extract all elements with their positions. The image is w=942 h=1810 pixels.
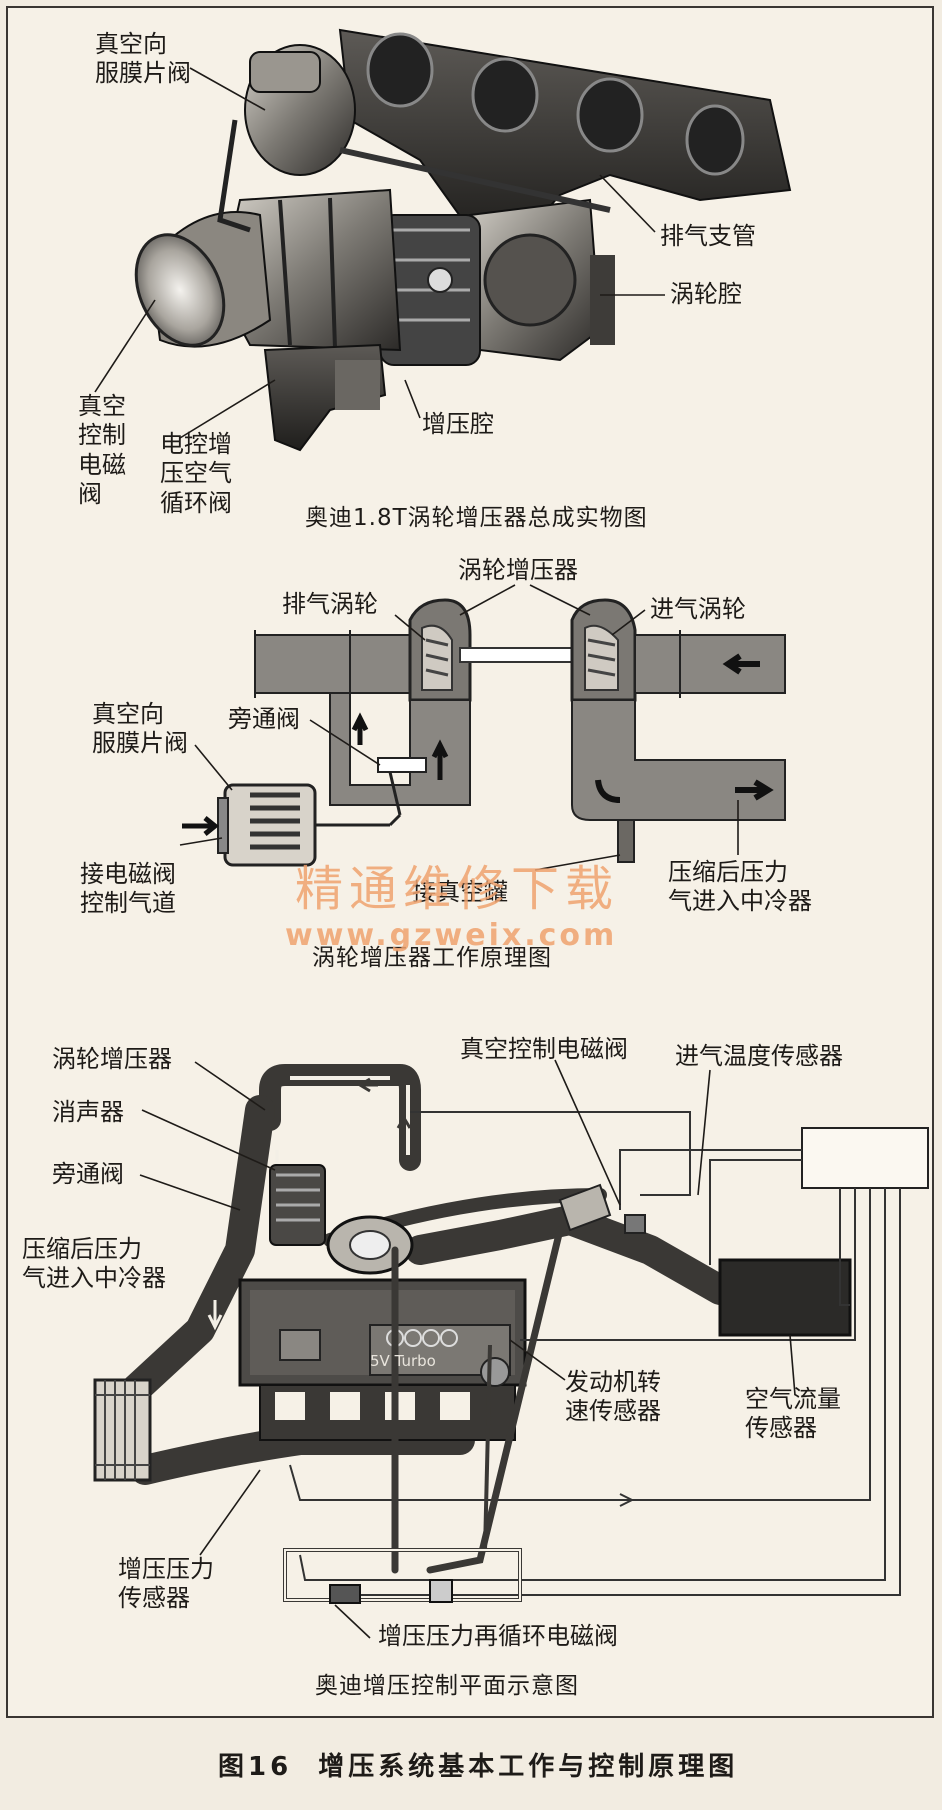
- label-engine-speed-sensor: 发动机转 速传感器: [565, 1368, 661, 1426]
- control-leaders: [139, 1059, 796, 1639]
- label-electronic-recirc-valve: 电控增 压空气 循环阀: [160, 430, 232, 517]
- watermark-text: 精通维修下载: [295, 861, 620, 917]
- principle-leaders: [179, 584, 739, 871]
- label-compressed-to-intercooler-control: 压缩后压力 气进入中冷器: [22, 1235, 166, 1293]
- label-compressed-to-intercooler-principle: 压缩后压力 气进入中冷器: [668, 858, 812, 916]
- label-vacuum-diaphragm-valve-principle: 真空向 服膜片阀: [92, 700, 188, 758]
- recirc-check-valve: [429, 1579, 453, 1603]
- turbo-shaft: [459, 647, 583, 663]
- vacuum-tank-port: [617, 819, 635, 863]
- label-exhaust-manifold: 排气支管: [660, 222, 756, 250]
- ecu-box: [801, 1127, 929, 1189]
- diaphragm-actuator: [182, 783, 402, 867]
- label-boost-pressure-sensor: 增压压力 传感器: [118, 1555, 214, 1613]
- caption-photo: 奥迪1.8T涡轮增压器总成实物图: [305, 505, 648, 531]
- exhaust-manifold-shape: [338, 28, 792, 242]
- diaphragm-actuator-shape: [217, 44, 611, 233]
- label-bypass-valve-principle: 旁通阀: [228, 705, 300, 733]
- label-vacuum-solenoid: 真空 控制 电磁 阀: [78, 392, 126, 508]
- intake-pipe: [634, 634, 786, 694]
- recirc-solenoid-block: [329, 1584, 361, 1604]
- watermark-url: www.gzweix.com: [285, 918, 618, 953]
- exhaust-downpipe: [329, 692, 471, 806]
- control-wiring: [289, 1111, 901, 1596]
- label-to-vacuum-tank: 接真空罐: [412, 878, 508, 906]
- control-schematic: [93, 1064, 929, 1604]
- upper-loop-hose: [259, 1064, 421, 1171]
- caption-principle: 涡轮增压器工作原理图: [312, 945, 552, 971]
- label-solenoid-air-passage: 接电磁阀 控制气道: [80, 860, 176, 918]
- recirc-valve-shape: [263, 343, 387, 452]
- label-turbocharger-principle: 涡轮增压器: [458, 556, 578, 584]
- label-muffler: 消声器: [52, 1098, 124, 1126]
- intercooler-outlet-hose: [130, 1425, 475, 1485]
- label-exhaust-turbine: 排气涡轮: [282, 590, 378, 618]
- label-compressor-housing: 增压腔: [422, 410, 494, 438]
- label-intake-turbine: 进气涡轮: [650, 595, 746, 623]
- vacuum-lines: [391, 1226, 564, 1574]
- principle-diagram: [182, 598, 786, 867]
- label-vacuum-diaphragm-valve-photo: 真空向 服膜片阀: [95, 30, 191, 88]
- air-flow-sensor-box: [718, 1258, 852, 1337]
- turbine-housing-shape: [458, 198, 615, 362]
- label-intake-temp-sensor: 进气温度传感器: [675, 1042, 843, 1070]
- caption-control: 奥迪增压控制平面示意图: [315, 1673, 579, 1699]
- label-bypass-valve-control: 旁通阀: [52, 1160, 124, 1188]
- bypass-valve-plate: [377, 757, 427, 773]
- figure-caption: 图16 增压系统基本工作与控制原理图: [218, 1752, 739, 1782]
- exhaust-pipe: [254, 634, 411, 694]
- throttle-valve: [558, 1183, 646, 1234]
- label-air-flow-sensor: 空气流量 传感器: [745, 1385, 841, 1443]
- label-boost-recirc-solenoid: 增压压力再循环电磁阀: [378, 1622, 618, 1650]
- turbo-assembly: [269, 1164, 414, 1275]
- label-turbine-housing: 涡轮腔: [670, 280, 742, 308]
- engine-badge: 5V Turbo: [370, 1352, 436, 1370]
- intake-pipe-shape: [134, 211, 272, 348]
- engine-block: [238, 1278, 527, 1441]
- label-turbocharger-control: 涡轮增压器: [52, 1045, 172, 1073]
- label-vacuum-control-solenoid: 真空控制电磁阀: [460, 1035, 628, 1063]
- photo-leaders: [94, 67, 665, 439]
- intercooler-inlet-hose: [120, 1095, 275, 1405]
- compressed-air-pipe: [571, 699, 786, 821]
- intercooler: [93, 1378, 152, 1482]
